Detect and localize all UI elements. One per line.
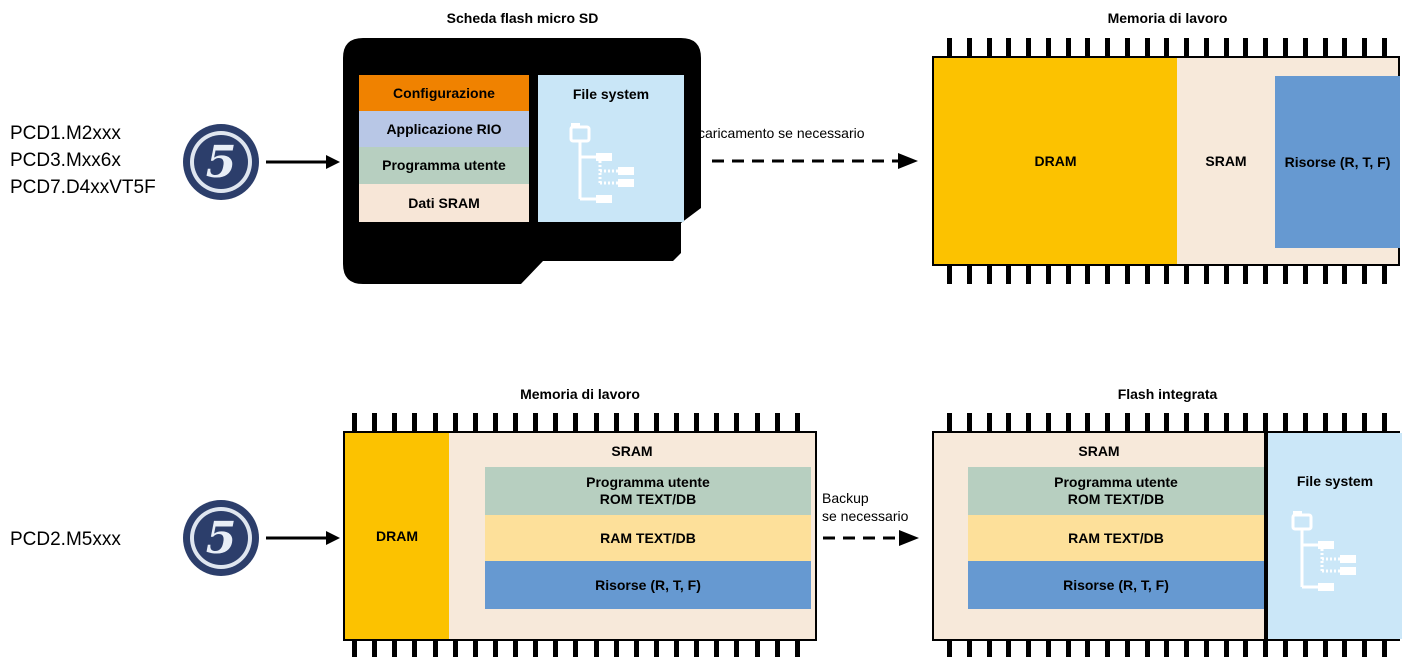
ram-text-db-block: RAM TEXT/DB xyxy=(968,515,1264,561)
work-memory-title: Memoria di lavoro xyxy=(1107,10,1228,26)
block-applicazione-rio: Applicazione RIO xyxy=(359,111,529,147)
dashed-backup-arrow xyxy=(823,530,919,546)
chip-pins-top xyxy=(947,38,1387,56)
svg-text:5: 5 xyxy=(206,137,237,188)
flash-chip: SRAM Programma utente ROM TEXT/DB RAM TE… xyxy=(932,431,1402,641)
backup-label-line-1: Backup xyxy=(822,490,869,506)
flash-file-system: File system xyxy=(1264,433,1402,639)
program-line-1: Programma utente xyxy=(1054,474,1178,490)
backup-arrow-label: Backup se necessario xyxy=(822,489,908,525)
sd-file-system: File system xyxy=(538,75,684,222)
folder-tree-icon xyxy=(1291,511,1356,591)
file-system-label: File system xyxy=(1296,472,1374,489)
svg-text:5: 5 xyxy=(206,513,237,564)
chip-pins-bottom xyxy=(947,641,1387,657)
resources-block: Risorse (R, T, F) xyxy=(968,561,1264,609)
flash-title: Flash integrata xyxy=(1117,386,1218,402)
program-block: Programma utente ROM TEXT/DB xyxy=(968,467,1264,515)
saia-s5-logo-icon: 5 xyxy=(183,500,259,576)
block-dati-sram: Dati SRAM xyxy=(359,184,529,222)
saia-s5-logo-icon: 5 xyxy=(183,124,259,200)
sram-label: SRAM xyxy=(1078,442,1120,459)
model-name: PCD1.M2xxx xyxy=(10,123,121,144)
program-line-2: ROM TEXT/DB xyxy=(1067,491,1165,507)
dram-block: DRAM xyxy=(345,433,449,639)
work-memory-title-bottom: Memoria di lavoro xyxy=(520,386,640,402)
sram-label: SRAM xyxy=(611,442,653,459)
block-configurazione: Configurazione xyxy=(359,75,529,111)
dram-block: DRAM xyxy=(934,58,1177,264)
dashed-load-arrow xyxy=(712,153,918,169)
sd-card-blocks: Configurazione Applicazione RIO Programm… xyxy=(359,75,529,222)
file-system-label: File system xyxy=(572,85,650,102)
resources-block: Risorse (R, T, F) xyxy=(1275,76,1400,248)
sram-block: SRAM xyxy=(1205,152,1247,169)
top-model-list: PCD1.M2xxx PCD3.Mxx6x PCD7.D4xxVT5F xyxy=(10,120,156,201)
folder-tree-icon xyxy=(569,123,634,203)
chip-pins-top xyxy=(947,413,1387,431)
arrow-to-sd-card xyxy=(266,155,340,169)
load-arrow-label: caricamento se necessario xyxy=(698,125,865,141)
program-line-2: ROM TEXT/DB xyxy=(599,491,697,507)
resources-block: Risorse (R, T, F) xyxy=(485,561,811,609)
program-line-1: Programma utente xyxy=(586,474,710,490)
chip-pins-top xyxy=(352,413,800,431)
program-block: Programma utente ROM TEXT/DB xyxy=(485,467,811,515)
bottom-model: PCD2.M5xxx xyxy=(10,529,121,550)
work-memory-chip-bottom: DRAM SRAM Programma utente ROM TEXT/DB R… xyxy=(343,431,817,641)
backup-label-line-2: se necessario xyxy=(822,508,909,524)
chip-pins-bottom xyxy=(947,266,1387,284)
arrow-to-work-memory xyxy=(266,531,340,545)
sd-card-title: Scheda flash micro SD xyxy=(446,10,599,26)
model-name: PCD3.Mxx6x xyxy=(10,150,121,171)
model-name: PCD7.D4xxVT5F xyxy=(10,177,156,198)
work-memory-chip: DRAM SRAM Risorse (R, T, F) xyxy=(932,56,1400,266)
ram-text-db-block: RAM TEXT/DB xyxy=(485,515,811,561)
block-programma-utente: Programma utente xyxy=(359,147,529,184)
chip-pins-bottom xyxy=(352,641,800,657)
